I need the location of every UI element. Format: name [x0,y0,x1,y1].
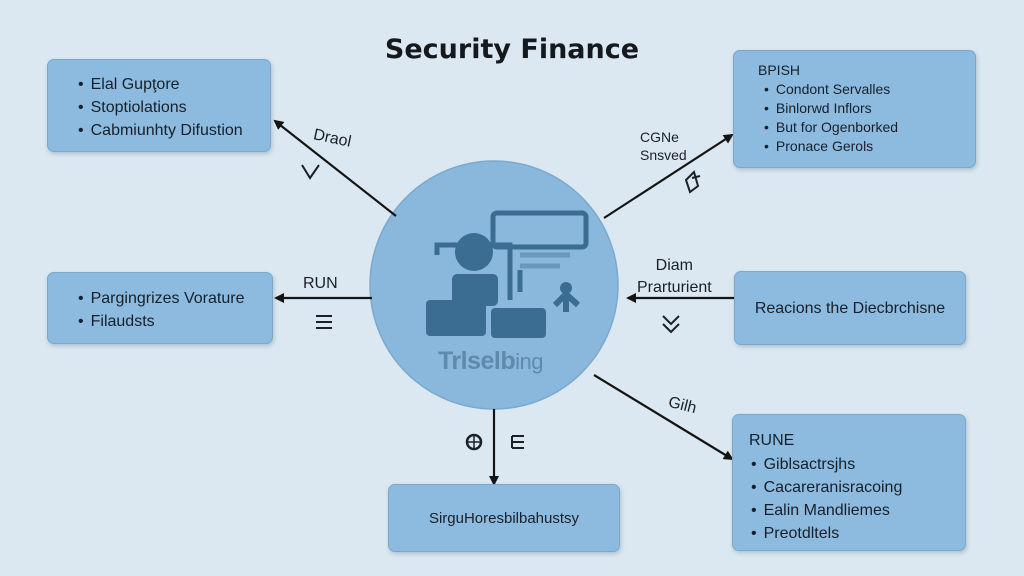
list-item: Cacareranisracoing [751,476,965,499]
box-top-right-heading: BPISH [758,62,801,78]
list-item: Giblsactrsjhs [751,453,965,476]
list-icon [316,315,332,329]
box-mid-left: Pargingrizes Vorature Filaudsts [47,272,273,344]
box-mid-right-text: Reacions the Diecbrchisne [754,299,946,317]
box-top-left-list: Elal Gupţore Stoptiolations Cabmiunhty D… [78,73,270,142]
diagram-title: Security Finance [384,34,640,65]
box-bottom-right-list: Giblsactrsjhs Cacareranisracoing Ealin M… [749,453,965,545]
people-network-icon [426,210,589,338]
box-top-right: BPISH Condont Servalles Binlorwd Inflors… [733,50,976,168]
box-bottom-center: SirguHoresbilbahustsy [388,484,620,552]
box-top-left: Elal Gupţore Stoptiolations Cabmiunhty D… [47,59,271,152]
list-item: Elal Gupţore [78,73,270,96]
arrow-bottom-right [593,374,734,461]
chevron-down-icon [301,164,320,180]
gear-icon [465,433,483,451]
box-bottom-right: RUNE Giblsactrsjhs Cacareranisracoing Ea… [732,414,966,551]
list-icon [511,435,524,449]
list-item: Pargingrizes Vorature [78,287,272,310]
hand-icon [684,170,701,194]
hub-label-light: ing [515,349,543,374]
connector-label-top-right-line1: CGNe [640,129,679,145]
connector-label-mid-right-line1: Diam [655,257,694,274]
list-item: Cabmiunhty Difustion [78,119,270,142]
list-item: Ealin Mandliemes [751,499,965,522]
connector-label-top-right-line2: Snsved [640,147,687,163]
list-item: But for Ogenborked [764,118,975,137]
box-top-right-list: Condont Servalles Binlorwd Inflors But f… [758,80,975,156]
list-item: Preotdltels [751,522,965,545]
list-item: Condont Servalles [764,80,975,99]
box-bottom-right-heading: RUNE [749,432,795,449]
connector-label-mid-right-line2: Prarturient [637,279,712,296]
box-mid-left-list: Pargingrizes Vorature Filaudsts [78,287,272,333]
list-item: Filaudsts [78,310,272,333]
list-item: Pronace Gerols [764,137,975,156]
connector-label-top-right: CGNe Snsved [640,128,687,164]
box-mid-right: Reacions the Diecbrchisne [734,271,966,345]
connector-label-mid-right: Diam Prarturient [637,255,712,299]
list-item: Stoptiolations [78,96,270,119]
connector-label-mid-left: RUN [303,275,338,292]
box-bottom-center-text: SirguHoresbilbahustsy [428,509,580,527]
hub-label: Trlselbing [438,347,543,376]
arrow-top-right [603,133,734,219]
hub-label-bold: Trlselb [438,347,516,375]
chevron-down-icon [662,315,680,334]
arrow-top-left [273,119,397,217]
list-item: Binlorwd Inflors [764,99,975,118]
